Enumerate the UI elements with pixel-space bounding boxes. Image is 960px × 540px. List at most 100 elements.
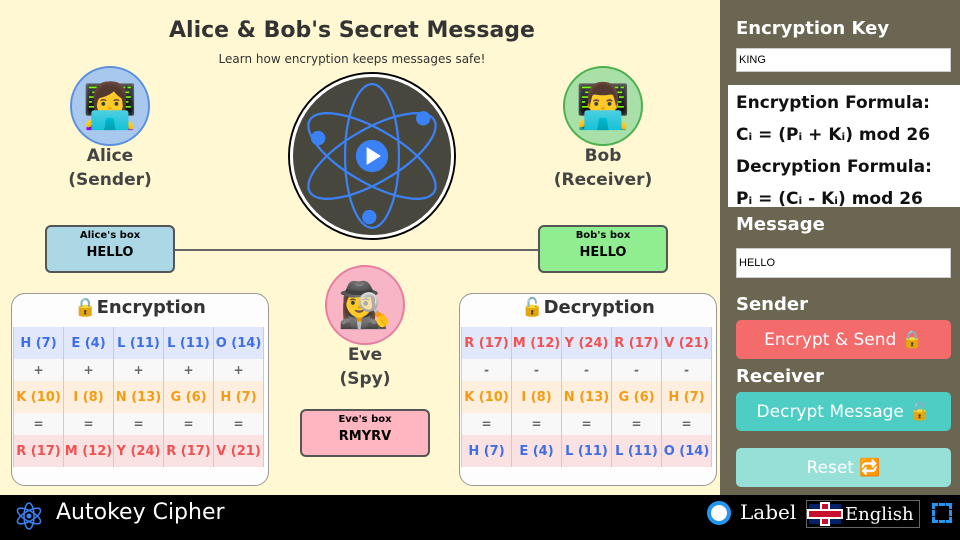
bob-label: Bob (Receiver) [543, 144, 663, 192]
table-cell: = [13, 413, 64, 435]
table-cell: I (8) [511, 381, 562, 413]
language-label: English [845, 503, 914, 525]
bob-name: Bob [584, 146, 622, 166]
table-cell: L (11) [113, 327, 164, 359]
decryption-panel: 🔓Decryption R (17)M (12)Y (24)R (17)V (2… [459, 293, 717, 486]
table-cell: R (17) [461, 327, 512, 359]
table-cell: V (21) [661, 327, 712, 359]
table-cell: N (13) [113, 381, 164, 413]
table-cell: H (7) [13, 327, 64, 359]
alice-avatar: 👩‍💻 [70, 66, 150, 146]
main-area: Alice & Bob's Secret Message Learn how e… [11, 18, 717, 486]
eve-avatar: 🕵️‍♀️ [325, 265, 405, 345]
bob-box-label: Bob's box [575, 230, 631, 241]
table-cell: + [13, 359, 64, 381]
table-cell: Y (24) [561, 327, 612, 359]
encryption-title: 🔒Encryption [74, 297, 206, 318]
table-row: +++++ [13, 359, 264, 381]
table-cell: = [213, 413, 264, 435]
alice-box-label: Alice's box [79, 230, 141, 241]
table-cell: - [461, 359, 512, 381]
eve-label: Eve (Spy) [305, 343, 425, 391]
table-cell: = [511, 413, 562, 435]
table-cell: K (10) [461, 381, 512, 413]
table-cell: H (7) [661, 381, 712, 413]
eve-role: (Spy) [339, 369, 391, 389]
table-cell: = [661, 413, 712, 435]
table-row: K (10)I (8)N (13)G (6)H (7) [13, 381, 264, 413]
alice-role: (Sender) [68, 170, 152, 190]
table-row: ----- [461, 359, 712, 381]
table-cell: I (8) [63, 381, 114, 413]
table-cell: E (4) [63, 327, 114, 359]
fullscreen-icon[interactable] [932, 503, 952, 523]
reset-button[interactable]: Reset 🔁 [736, 448, 951, 487]
receiver-heading: Receiver [736, 366, 824, 387]
sender-heading: Sender [736, 294, 808, 315]
table-cell: + [163, 359, 214, 381]
table-cell: = [63, 413, 114, 435]
table-cell: G (6) [611, 381, 662, 413]
transfer-line [175, 249, 545, 251]
table-row: ===== [13, 413, 264, 435]
encrypt-send-button[interactable]: Encrypt & Send 🔒 [736, 320, 951, 359]
table-cell: H (7) [461, 435, 512, 467]
table-row: H (7)E (4)L (11)L (11)O (14) [461, 435, 712, 467]
page-subtitle: Learn how encryption keeps messages safe… [218, 52, 486, 66]
table-cell: R (17) [611, 327, 662, 359]
table-cell: - [611, 359, 662, 381]
message-heading: Message [736, 214, 825, 235]
sidebar: Encryption Key Encryption Formula: Cᵢ = … [720, 0, 960, 495]
alice-label: Alice (Sender) [50, 144, 170, 192]
table-cell: + [63, 359, 114, 381]
table-cell: R (17) [13, 435, 64, 467]
table-row: H (7)E (4)L (11)L (11)O (14) [13, 327, 264, 359]
table-cell: O (14) [661, 435, 712, 467]
table-cell: L (11) [561, 435, 612, 467]
label-toggle[interactable] [707, 501, 731, 525]
table-cell: - [661, 359, 712, 381]
table-cell: = [611, 413, 662, 435]
eve-box-label: Eve's box [338, 414, 392, 425]
table-row: K (10)I (8)N (13)G (6)H (7) [461, 381, 712, 413]
table-cell: M (12) [63, 435, 114, 467]
enc-formula-label: Encryption Formula: [736, 93, 930, 113]
table-cell: = [461, 413, 512, 435]
dec-formula: Pᵢ = (Cᵢ - Kᵢ) mod 26 [736, 189, 923, 209]
table-cell: R (17) [163, 435, 214, 467]
key-input[interactable] [736, 48, 951, 72]
label-toggle-text: Label [740, 500, 797, 524]
table-row: R (17)M (12)Y (24)R (17)V (21) [461, 327, 712, 359]
table-cell: Y (24) [113, 435, 164, 467]
table-cell: K (10) [13, 381, 64, 413]
table-cell: L (11) [163, 327, 214, 359]
language-select[interactable]: English [806, 500, 920, 528]
table-cell: E (4) [511, 435, 562, 467]
table-cell: + [213, 359, 264, 381]
table-cell: = [163, 413, 214, 435]
app-title: Autokey Cipher [56, 500, 225, 525]
alice-name: Alice [86, 146, 134, 166]
play-overlay[interactable] [290, 74, 454, 238]
table-cell: - [511, 359, 562, 381]
table-cell: - [561, 359, 612, 381]
decrypt-button[interactable]: Decrypt Message 🔓 [736, 392, 951, 431]
message-input[interactable] [736, 248, 951, 278]
encryption-panel: 🔒Encryption H (7)E (4)L (11)L (11)O (14)… [11, 293, 269, 486]
table-cell: + [113, 359, 164, 381]
atom-icon [307, 83, 437, 229]
table-cell: = [113, 413, 164, 435]
table-cell: V (21) [213, 435, 264, 467]
key-heading: Encryption Key [736, 18, 890, 39]
bob-role: (Receiver) [553, 170, 653, 190]
bob-avatar: 👨‍💻 [563, 66, 643, 146]
eve-name: Eve [347, 345, 383, 365]
dec-formula-label: Decryption Formula: [736, 157, 932, 177]
atom-logo-icon [16, 502, 42, 530]
decryption-table: R (17)M (12)Y (24)R (17)V (21)-----K (10… [461, 327, 712, 467]
table-row: R (17)M (12)Y (24)R (17)V (21) [13, 435, 264, 467]
page-title: Alice & Bob's Secret Message [169, 18, 535, 43]
formula-box: Encryption Formula: Cᵢ = (Pᵢ + Kᵢ) mod 2… [728, 85, 960, 209]
